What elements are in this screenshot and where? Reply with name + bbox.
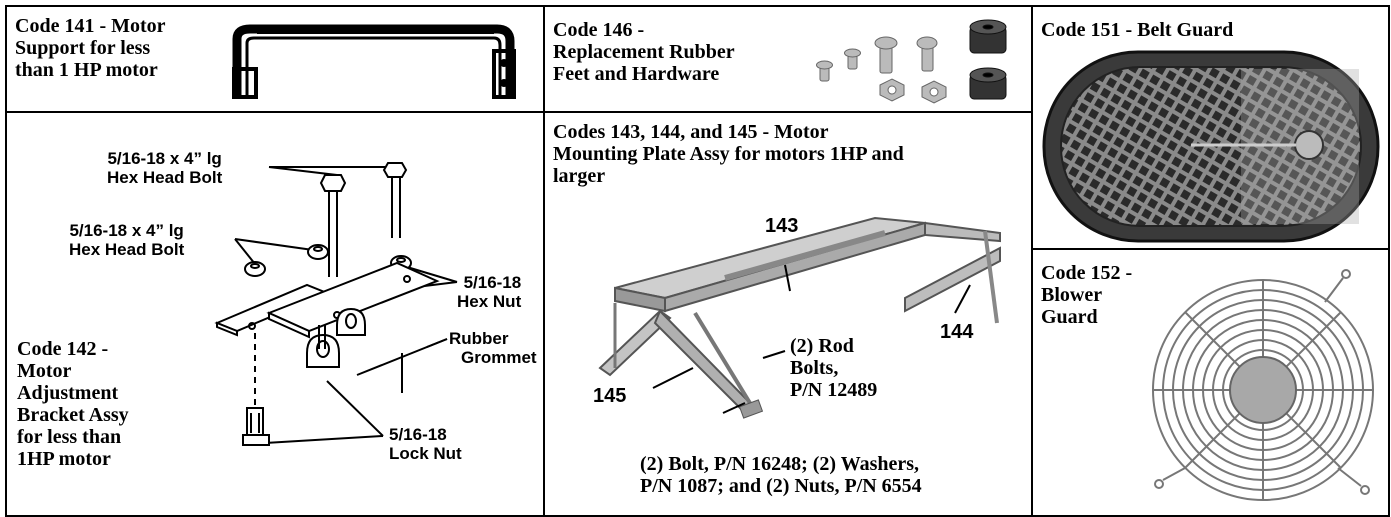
label-line: Rubber (449, 329, 509, 348)
rod-bolts-label: (2) Rod Bolts, P/N 12489 (790, 335, 950, 401)
motor-support-illustration (232, 24, 516, 99)
label-line: P/N 1087; and (2) Nuts, P/N 6554 (640, 475, 922, 497)
title-line: Replacement Rubber (553, 41, 735, 63)
label-line: 5/16-18 x 4” lg (69, 221, 184, 240)
label-line: P/N 12489 (790, 379, 878, 401)
title-line: Code 146 - (553, 19, 645, 41)
hardware-label: (2) Bolt, P/N 16248; (2) Washers, P/N 10… (640, 453, 1030, 497)
part-144-label: 144 (940, 321, 974, 343)
label-line: 5/16-18 (389, 425, 447, 444)
belt-guard-illustration (1042, 50, 1380, 243)
label-line: Hex Head Bolt (107, 168, 223, 187)
label-line: 5/16-18 (463, 273, 522, 292)
code-152-title: Code 152 - Blower Guard (1041, 262, 1151, 328)
label-hex-head-bolt-mid: 5/16-18 x 4” lg Hex Head Bolt (69, 221, 184, 259)
code-142-title: Code 142 - Motor Adjustment Bracket Assy… (17, 338, 187, 470)
title-line: for less than (17, 426, 122, 448)
blower-guard-illustration (1152, 269, 1374, 501)
motor-mounting-plate-illustration (598, 216, 1001, 419)
title-line: Adjustment (17, 382, 119, 404)
rubber-feet-hardware-illustration (816, 19, 1007, 104)
label-line: Grommet (461, 348, 537, 367)
label-line: Lock Nut (389, 444, 462, 463)
code-151-panel: Code 151 - Belt Guard (1031, 5, 1390, 250)
label-line: Hex Nut (457, 292, 522, 311)
label-rubber-grommet: Rubber Grommet (449, 329, 537, 367)
label-line: 5/16-18 x 4” lg (107, 149, 222, 168)
label-lock-nut: 5/16-18 Lock Nut (389, 425, 462, 463)
code-142-panel: Code 142 - Motor Adjustment Bracket Assy… (5, 111, 545, 517)
code-141-panel: Code 141 - Motor Support for less than 1… (5, 5, 545, 113)
title-line: Code 141 - Motor (15, 15, 166, 37)
title-line: Support for less (15, 37, 151, 59)
adjustment-bracket-illustration (214, 162, 458, 446)
title-line: Code 142 - (17, 338, 109, 360)
code-141-title: Code 141 - Motor Support for less than 1… (15, 15, 215, 81)
title-line: Bracket Assy (17, 404, 129, 426)
code-143-title: Codes 143, 144, and 145 - Motor Mounting… (553, 121, 1023, 187)
title-line: Motor (17, 360, 72, 382)
title-line: Feet and Hardware (553, 63, 720, 85)
label-line: (2) Rod (790, 335, 854, 357)
code-143-panel: Codes 143, 144, and 145 - Motor Mounting… (543, 111, 1033, 517)
code-146-panel: Code 146 - Replacement Rubber Feet and H… (543, 5, 1033, 113)
title-line: Blower (1041, 284, 1103, 306)
label-line: Bolts, (790, 357, 839, 379)
title-line: larger (553, 165, 606, 187)
part-143-label: 143 (765, 215, 799, 237)
title-line: Guard (1041, 306, 1098, 328)
code-146-title: Code 146 - Replacement Rubber Feet and H… (553, 19, 803, 85)
title-line: Mounting Plate Assy for motors 1HP and (553, 143, 904, 165)
title-line: than 1 HP motor (15, 59, 158, 81)
label-hex-head-bolt-top: 5/16-18 x 4” lg Hex Head Bolt (107, 149, 222, 187)
code-151-title: Code 151 - Belt Guard (1041, 19, 1234, 41)
part-145-label: 145 (593, 385, 627, 407)
title-line: Codes 143, 144, and 145 - Motor (553, 121, 829, 143)
label-hex-nut: 5/16-18 Hex Nut (457, 273, 521, 311)
code-152-panel: Code 152 - Blower Guard (1031, 248, 1390, 517)
label-line: Hex Head Bolt (69, 240, 185, 259)
title-line: 1HP motor (17, 448, 111, 470)
title-line: Code 152 - (1041, 262, 1133, 284)
label-line: (2) Bolt, P/N 16248; (2) Washers, (640, 453, 920, 475)
